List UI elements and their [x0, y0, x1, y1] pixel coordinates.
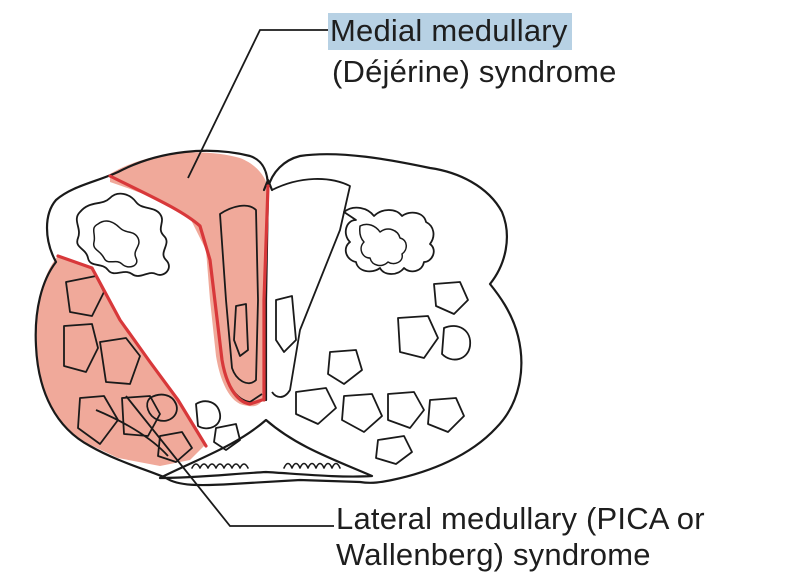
- right-blob-8: [428, 398, 464, 432]
- right-olivary-inner: [360, 224, 407, 265]
- lateral-syndrome-label-line2: Wallenberg) syndrome: [336, 539, 651, 570]
- lesion-regions: [36, 152, 268, 466]
- left-olivary-inner: [94, 221, 139, 267]
- right-blob-7: [388, 392, 424, 428]
- right-blob-3: [442, 326, 470, 360]
- right-blob-9: [376, 436, 412, 464]
- rhomboid-wavy-right: [284, 464, 340, 469]
- right-blob-4: [328, 350, 362, 384]
- right-blob-6: [342, 394, 382, 432]
- right-blob-5: [296, 388, 336, 424]
- lateral-syndrome-label-line1: Lateral medullary (PICA or: [336, 503, 705, 534]
- right-blob-1: [398, 316, 438, 358]
- right-internal-structures: [272, 179, 470, 464]
- right-olivary-nucleus: [344, 208, 434, 274]
- lateral-lesion-area: [36, 256, 206, 466]
- medial-syndrome-label-line1: Medial medullary: [328, 15, 572, 46]
- rhomboid-wavy-left: [192, 464, 248, 468]
- right-pyramid: [272, 179, 350, 397]
- left-blob-8: [196, 401, 220, 428]
- right-blob-2: [434, 282, 468, 314]
- left-olivary-nucleus: [77, 194, 169, 276]
- medial-syndrome-highlight: Medial medullary: [328, 13, 572, 50]
- medial-syndrome-label-line2: (Déjérine) syndrome: [332, 56, 617, 87]
- right-medial-lemniscus: [276, 296, 296, 352]
